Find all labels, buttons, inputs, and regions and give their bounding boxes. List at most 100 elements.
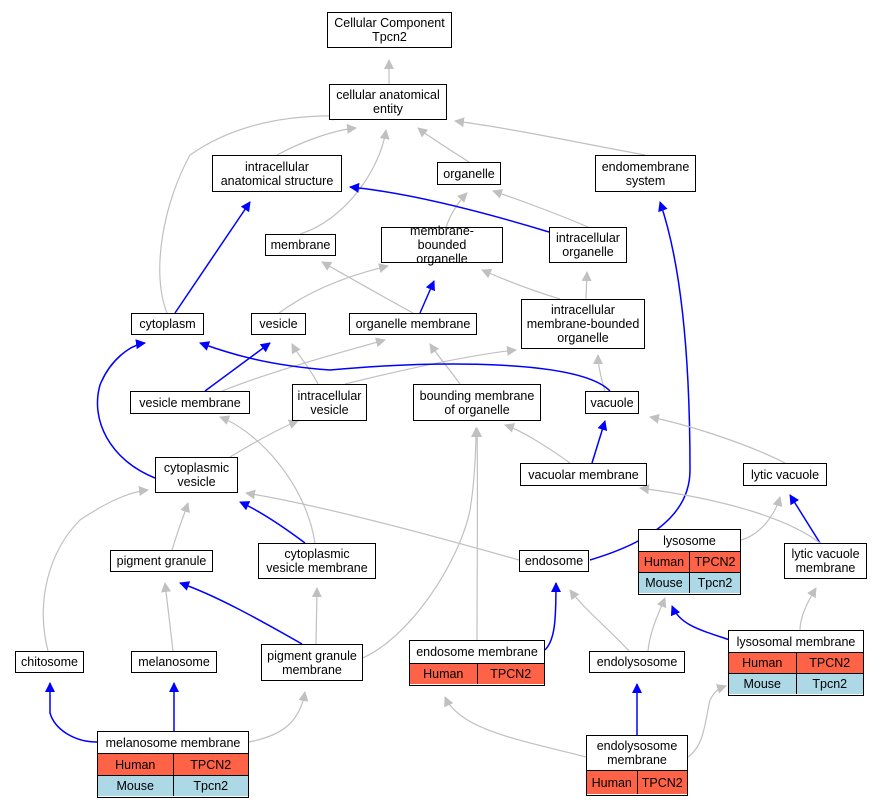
edge-vesmem-vesicle <box>204 342 271 392</box>
edge-orgmem-membrane <box>321 261 414 314</box>
node-endosome[interactable]: endosome <box>519 550 589 572</box>
edge-endolyso-lysosome <box>647 597 667 652</box>
node-lv[interactable]: lytic vacuole <box>743 463 827 486</box>
node-endolyso[interactable]: endolysosome <box>589 651 685 673</box>
node-io[interactable]: intracellular organelle <box>549 227 627 263</box>
node-imbo[interactable]: intracellular membrane-bounded organelle <box>521 299 645 349</box>
gene-row-mouse: Mouse Tpcn2 <box>98 775 248 796</box>
edge-pgm-cvm <box>311 587 322 645</box>
edge-lv-vacuole <box>649 413 786 464</box>
node-vacuole[interactable]: vacuole <box>585 391 639 414</box>
edge-melanosome-pg <box>161 582 174 652</box>
node-title: endosome membrane <box>410 641 544 664</box>
species-cell: Human <box>115 757 156 772</box>
node-membrane[interactable]: membrane <box>265 234 336 256</box>
node-vacmem[interactable]: vacuolar membrane <box>520 463 647 486</box>
gene-row-human: Human TPCN2 <box>587 771 687 794</box>
node-pgm[interactable]: pigment granule membrane <box>261 644 363 681</box>
edge-cvm-vesmem <box>219 415 316 544</box>
node-bmo[interactable]: bounding membrane of organelle <box>413 384 541 421</box>
edge-pgm-bmo <box>357 427 481 661</box>
edge-elmem-lysomem <box>687 684 727 758</box>
edge-organelle-cae <box>417 127 470 163</box>
gene-cell: Tpcn2 <box>172 776 249 796</box>
edge-endomem-endosome <box>544 582 561 651</box>
edge-chitosome-cv <box>42 486 149 652</box>
edge-lysomem-lvm <box>799 587 817 631</box>
edge-ias-cae <box>276 123 357 156</box>
edge-mbo-organelle <box>445 192 468 228</box>
node-orgmem[interactable]: organelle membrane <box>349 313 477 335</box>
node-title: endolysosome membrane <box>587 736 687 771</box>
edge-io-ias <box>349 182 550 233</box>
node-organelle[interactable]: organelle <box>437 162 501 185</box>
node-cv[interactable]: cytoplasmic vesicle <box>155 457 238 493</box>
gene-cell: TPCN2 <box>689 552 740 572</box>
node-iv[interactable]: intracellular vesicle <box>292 384 367 421</box>
species-cell: Human <box>423 667 464 681</box>
edge-cv-cytoplasm <box>96 339 156 479</box>
edge-cytoplasm-ias <box>174 201 251 314</box>
node-cae[interactable]: cellular anatomical entity <box>329 84 447 120</box>
node-mbo[interactable]: membrane-bounded organelle <box>381 224 503 266</box>
edge-cytoplasm-cae <box>159 110 342 314</box>
species-cell: Human <box>591 775 632 790</box>
edge-iv-vesicle <box>291 343 319 385</box>
node-vesmem[interactable]: vesicle membrane <box>130 391 250 414</box>
edge-imbo-io <box>581 271 592 300</box>
edge-vacmem-vacuole <box>591 420 608 464</box>
edge-lysomem-lysosome <box>670 605 731 641</box>
edge-vesmem-orgmem <box>219 337 386 393</box>
gene-cell: TPCN2 <box>795 653 864 673</box>
edge-vacmem-bmo <box>504 423 571 464</box>
gene-row-human: Human TPCN2 <box>98 754 248 775</box>
edge-bmo-orgmem <box>429 343 461 385</box>
edge-lysosome-lv <box>740 496 783 541</box>
species-cell: Human <box>742 656 783 670</box>
edge-lvm-vacmem <box>639 484 821 544</box>
gene-cell: TPCN2 <box>476 664 545 684</box>
gene-cell: TPCN2 <box>636 771 688 794</box>
edge-vesicle-mbo <box>278 263 389 314</box>
gene-row-human: Human TPCN2 <box>729 653 863 673</box>
edge-cv-iv <box>229 419 299 458</box>
node-lvm[interactable]: lytic vacuole membrane <box>784 543 867 579</box>
edge-endosome-cv <box>245 489 520 561</box>
edge-pgm-pg <box>179 581 303 645</box>
edge-pg-cv <box>171 502 190 551</box>
edge-io-organelle <box>492 189 589 228</box>
edge-iv-imbo <box>344 346 517 385</box>
gene-cell: Tpcn2 <box>689 573 740 593</box>
edge-lvm-lv <box>789 494 821 544</box>
node-cvm[interactable]: cytoplasmic vesicle membrane <box>258 543 376 579</box>
edge-vacuole-imbo <box>593 354 606 392</box>
node-vesicle[interactable]: vesicle <box>251 313 306 335</box>
gene-cell: TPCN2 <box>172 754 249 775</box>
edge-endolyso-endosome <box>569 589 630 652</box>
node-pg[interactable]: pigment granule <box>110 550 213 572</box>
node-melanosome[interactable]: melanosome <box>131 651 217 673</box>
edge-imbo-mbo <box>481 269 561 300</box>
node-root[interactable]: Cellular Component Tpcn2 <box>327 12 452 48</box>
species-cell: Mouse <box>116 779 155 793</box>
edge-melmem-pgm <box>248 691 309 743</box>
edge-orgmem-mbo <box>419 280 435 314</box>
node-cytoplasm[interactable]: cytoplasm <box>131 313 204 335</box>
node-endosys[interactable]: endomembrane system <box>595 155 696 192</box>
gene-row-human: Human TPCN2 <box>410 664 544 684</box>
node-ias[interactable]: intracellular anatomical structure <box>212 155 342 192</box>
species-cell: Mouse <box>743 677 782 691</box>
edge-melmem-chitosome <box>45 682 98 743</box>
node-title: melanosome membrane <box>98 732 248 754</box>
node-title: lysosomal membrane <box>729 631 863 653</box>
node-title: lysosome <box>639 530 740 552</box>
node-chitosome[interactable]: chitosome <box>15 651 84 673</box>
